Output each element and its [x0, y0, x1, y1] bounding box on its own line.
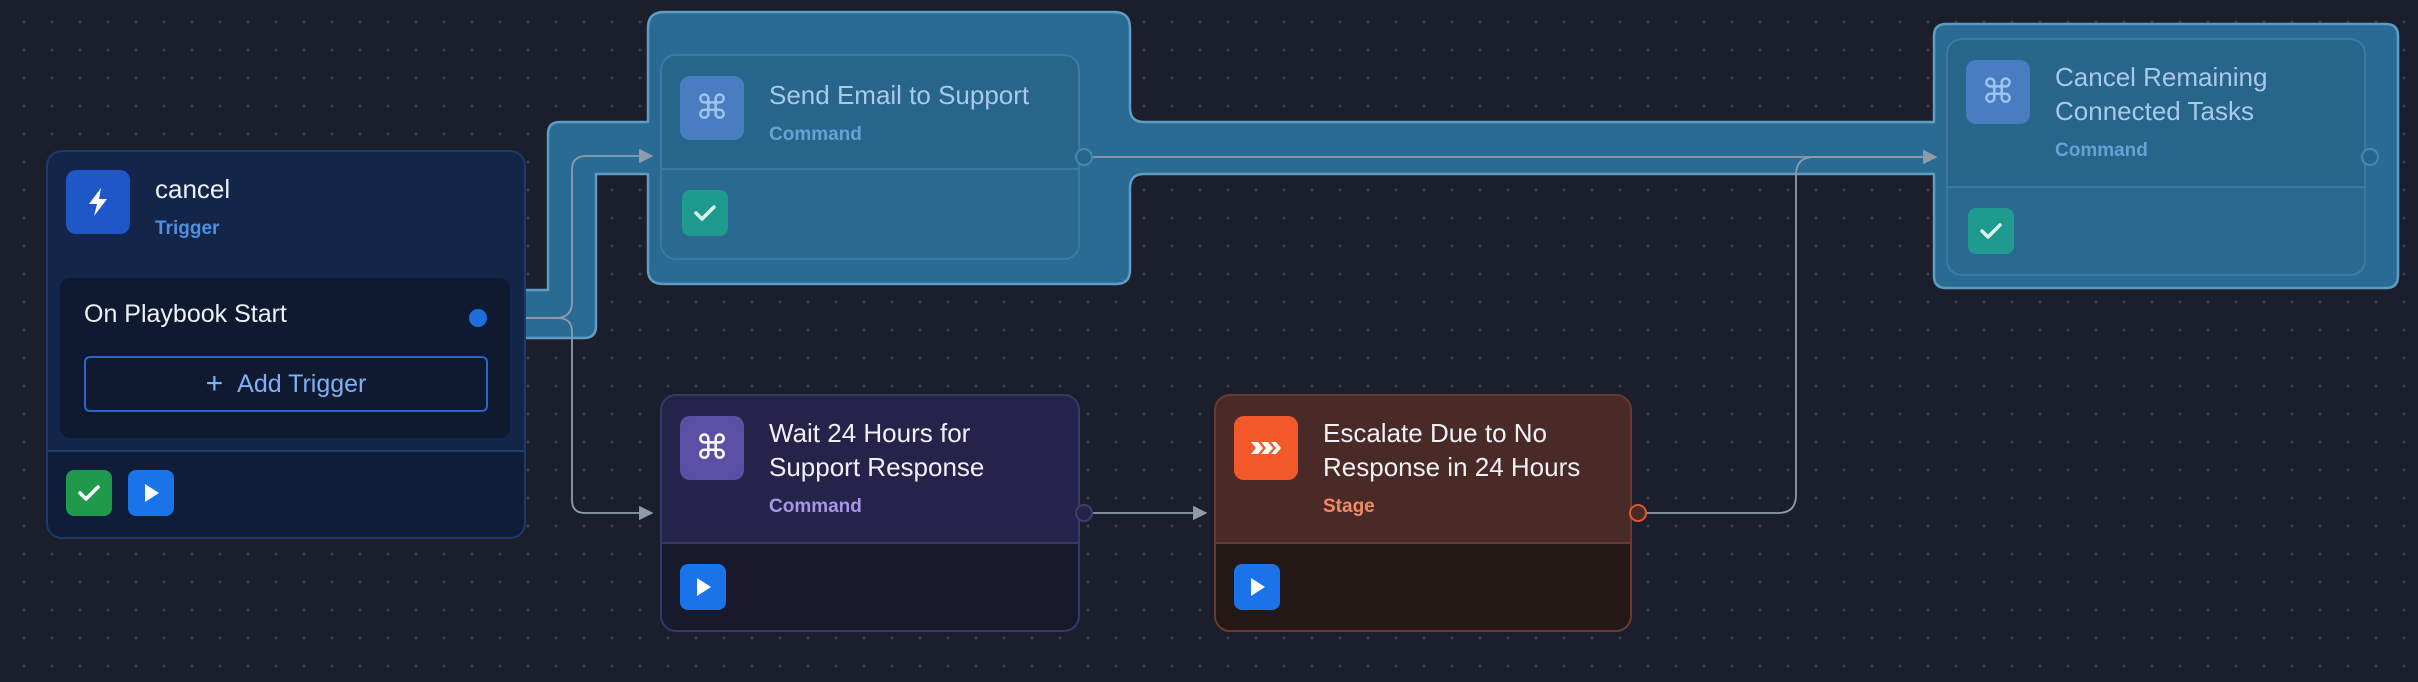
node-title-line2: Response in 24 Hours: [1323, 452, 1581, 482]
command-icon: ⌘: [680, 416, 744, 480]
check-button[interactable]: [682, 190, 728, 236]
node-title-line1: Wait 24 Hours for: [769, 418, 971, 448]
node-type-label: Command: [769, 124, 862, 145]
command-node-wait-24-hours[interactable]: ⌘ Wait 24 Hours for Support Response Com…: [660, 394, 1080, 632]
node-type-label: Stage: [1323, 496, 1375, 517]
play-icon: [697, 578, 711, 596]
node-title: Send Email to Support: [769, 80, 1030, 110]
node-type-label: Trigger: [155, 218, 220, 239]
run-button[interactable]: [680, 564, 726, 610]
run-button[interactable]: [128, 470, 174, 516]
run-button[interactable]: [1234, 564, 1280, 610]
node-title: cancel: [155, 174, 231, 204]
node-title-line1: Cancel Remaining: [2055, 62, 2268, 92]
node-footer: [1216, 542, 1630, 630]
node-title-line1: Escalate Due to No: [1323, 418, 1548, 448]
check-icon: [1980, 223, 2002, 239]
node-title-line2: Connected Tasks: [2055, 96, 2254, 126]
node-footer: [1948, 186, 2364, 274]
command-node-cancel-remaining-tasks[interactable]: ⌘ Cancel Remaining Connected Tasks Comma…: [1946, 38, 2366, 276]
check-button[interactable]: [1968, 208, 2014, 254]
trigger-node-cancel[interactable]: cancel Trigger On Playbook Start + Add T…: [46, 150, 526, 539]
escalate-output-handle[interactable]: [1629, 504, 1647, 522]
trigger-event-panel: On Playbook Start + Add Trigger: [60, 278, 510, 438]
check-icon: [78, 485, 100, 501]
add-trigger-button[interactable]: + Add Trigger: [84, 356, 488, 412]
play-icon: [145, 484, 159, 502]
check-button[interactable]: [66, 470, 112, 516]
command-icon: ⌘: [1966, 60, 2030, 124]
node-title-line2: Support Response: [769, 452, 985, 482]
stage-node-escalate[interactable]: Escalate Due to No Response in 24 Hours …: [1214, 394, 1632, 632]
node-type-label: Command: [2055, 140, 2148, 161]
command-icon: ⌘: [680, 76, 744, 140]
check-icon: [694, 205, 716, 221]
trigger-output-handle[interactable]: [469, 309, 487, 327]
node-footer: [662, 168, 1078, 258]
node-footer: [662, 542, 1078, 630]
command-node-send-email[interactable]: ⌘ Send Email to Support Command: [660, 54, 1080, 260]
stage-chevrons-icon: [1234, 416, 1298, 480]
cancel-tasks-output-handle[interactable]: [2361, 148, 2379, 166]
plus-icon: +: [205, 367, 224, 400]
send-email-output-handle[interactable]: [1075, 148, 1093, 166]
lightning-icon: [66, 170, 130, 234]
node-footer: [48, 450, 524, 537]
add-trigger-label: Add Trigger: [237, 369, 367, 398]
play-icon: [1251, 578, 1265, 596]
edge-escalate-to-cancel-tasks: [1638, 149, 1938, 514]
trigger-event-label: On Playbook Start: [84, 300, 287, 328]
edge-trigger-to-wait: [478, 317, 654, 521]
edge-trigger-to-send-email: [478, 148, 654, 319]
wait-output-handle[interactable]: [1075, 504, 1093, 522]
node-type-label: Command: [769, 496, 862, 517]
